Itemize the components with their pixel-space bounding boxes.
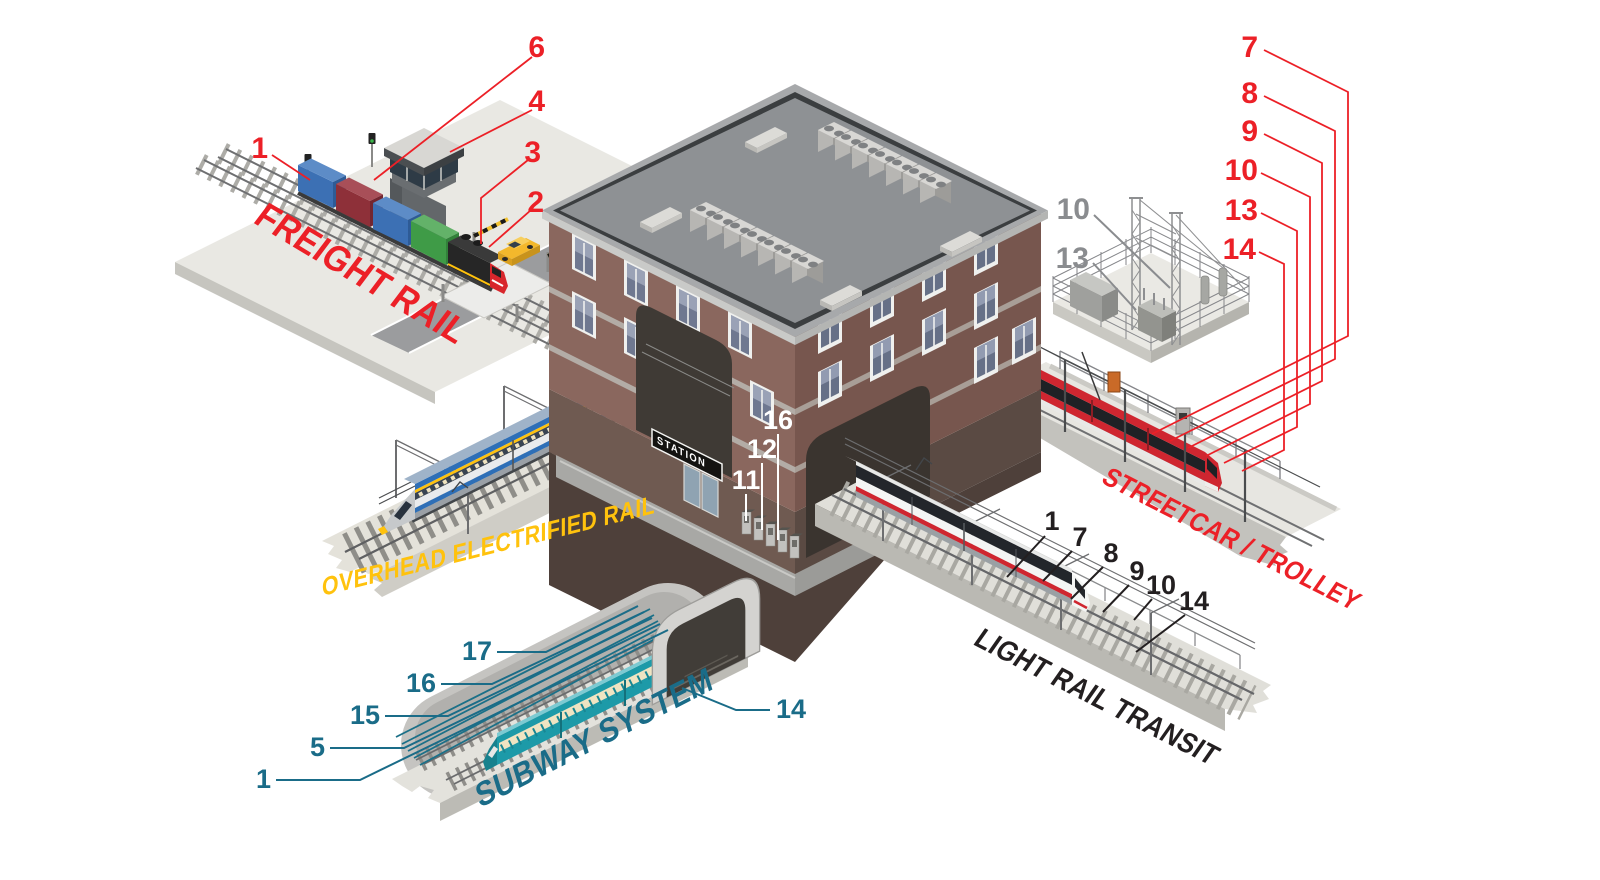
signal-2 [368,133,376,167]
callout-lrt-9: 9 [1129,556,1144,586]
tunnel-portal [651,577,761,706]
station-building: STATION [542,84,1048,662]
substation-scene [1052,197,1250,363]
subway-callout-leaders [276,605,770,781]
callout-lrt-1: 1 [1044,506,1059,536]
callout-substation-13: 13 [1056,242,1089,275]
station-callout-numbers: 11 12 16 [732,405,793,495]
callout-streetcar-13: 13 [1225,194,1258,227]
poster-sign [1107,371,1121,393]
insulator-stacks [1139,199,1246,305]
streetcar-scene [991,341,1341,566]
streetcar-callout-leaders [1151,49,1349,472]
callout-streetcar-10: 10 [1225,154,1258,187]
callout-streetcar-9: 9 [1241,115,1258,148]
station-callout-leaders [745,434,779,540]
callout-subway-1: 1 [256,764,271,794]
subway-callout-numbers: 17 16 15 5 1 14 [256,636,806,794]
callout-lrt-10: 10 [1146,570,1176,600]
substation-callout-leaders [1092,214,1171,311]
lrt-callout-leaders [1006,535,1186,653]
callout-station-11: 11 [732,465,761,495]
callout-subway-5: 5 [310,732,325,762]
callout-subway-17: 17 [462,636,492,666]
station-doors [683,463,719,518]
substation-callout-numbers: 10 13 [1056,193,1090,275]
callout-lrt-8: 8 [1103,538,1118,568]
callout-freight-1: 1 [251,132,268,165]
callout-streetcar-8: 8 [1241,77,1258,110]
street-railing [1059,350,1281,479]
streetcar-callout-numbers: 7 8 9 10 13 14 [1223,31,1258,266]
callout-freight-3: 3 [524,136,541,169]
callout-substation-10: 10 [1057,193,1090,226]
callout-lrt-7: 7 [1072,522,1087,552]
transformer-2 [1138,288,1176,342]
lrt-catenary [844,437,1256,675]
callout-freight-6: 6 [528,31,545,64]
yellow-car [498,236,540,266]
callout-subway-15: 15 [350,700,380,730]
locomotive [447,234,508,294]
callout-station-12: 12 [747,434,777,464]
lrt-callout-numbers: 1 7 8 9 10 14 [1044,506,1209,616]
callout-streetcar-7: 7 [1241,31,1258,64]
streetcar [1027,351,1222,492]
callout-subway-14: 14 [776,694,806,724]
subway-scene [392,577,761,821]
freight-ground-edge [175,262,435,404]
callout-lrt-14: 14 [1179,586,1209,616]
callout-station-16: 16 [763,405,793,435]
callout-streetcar-14: 14 [1223,233,1257,266]
freight-callout-leaders [271,56,533,248]
street-front-edge [991,390,1288,566]
callout-freight-2: 2 [527,186,544,219]
roof-field [560,98,1030,323]
transformer-1 [1070,272,1118,322]
freight-train [297,158,508,294]
freight-callout-numbers: 1 6 4 3 2 [251,31,545,219]
walkway-left [556,455,795,596]
base-left [549,389,795,575]
callout-freight-4: 4 [528,85,545,118]
callout-subway-16: 16 [406,668,436,698]
lrt-bed-front [815,504,1225,731]
